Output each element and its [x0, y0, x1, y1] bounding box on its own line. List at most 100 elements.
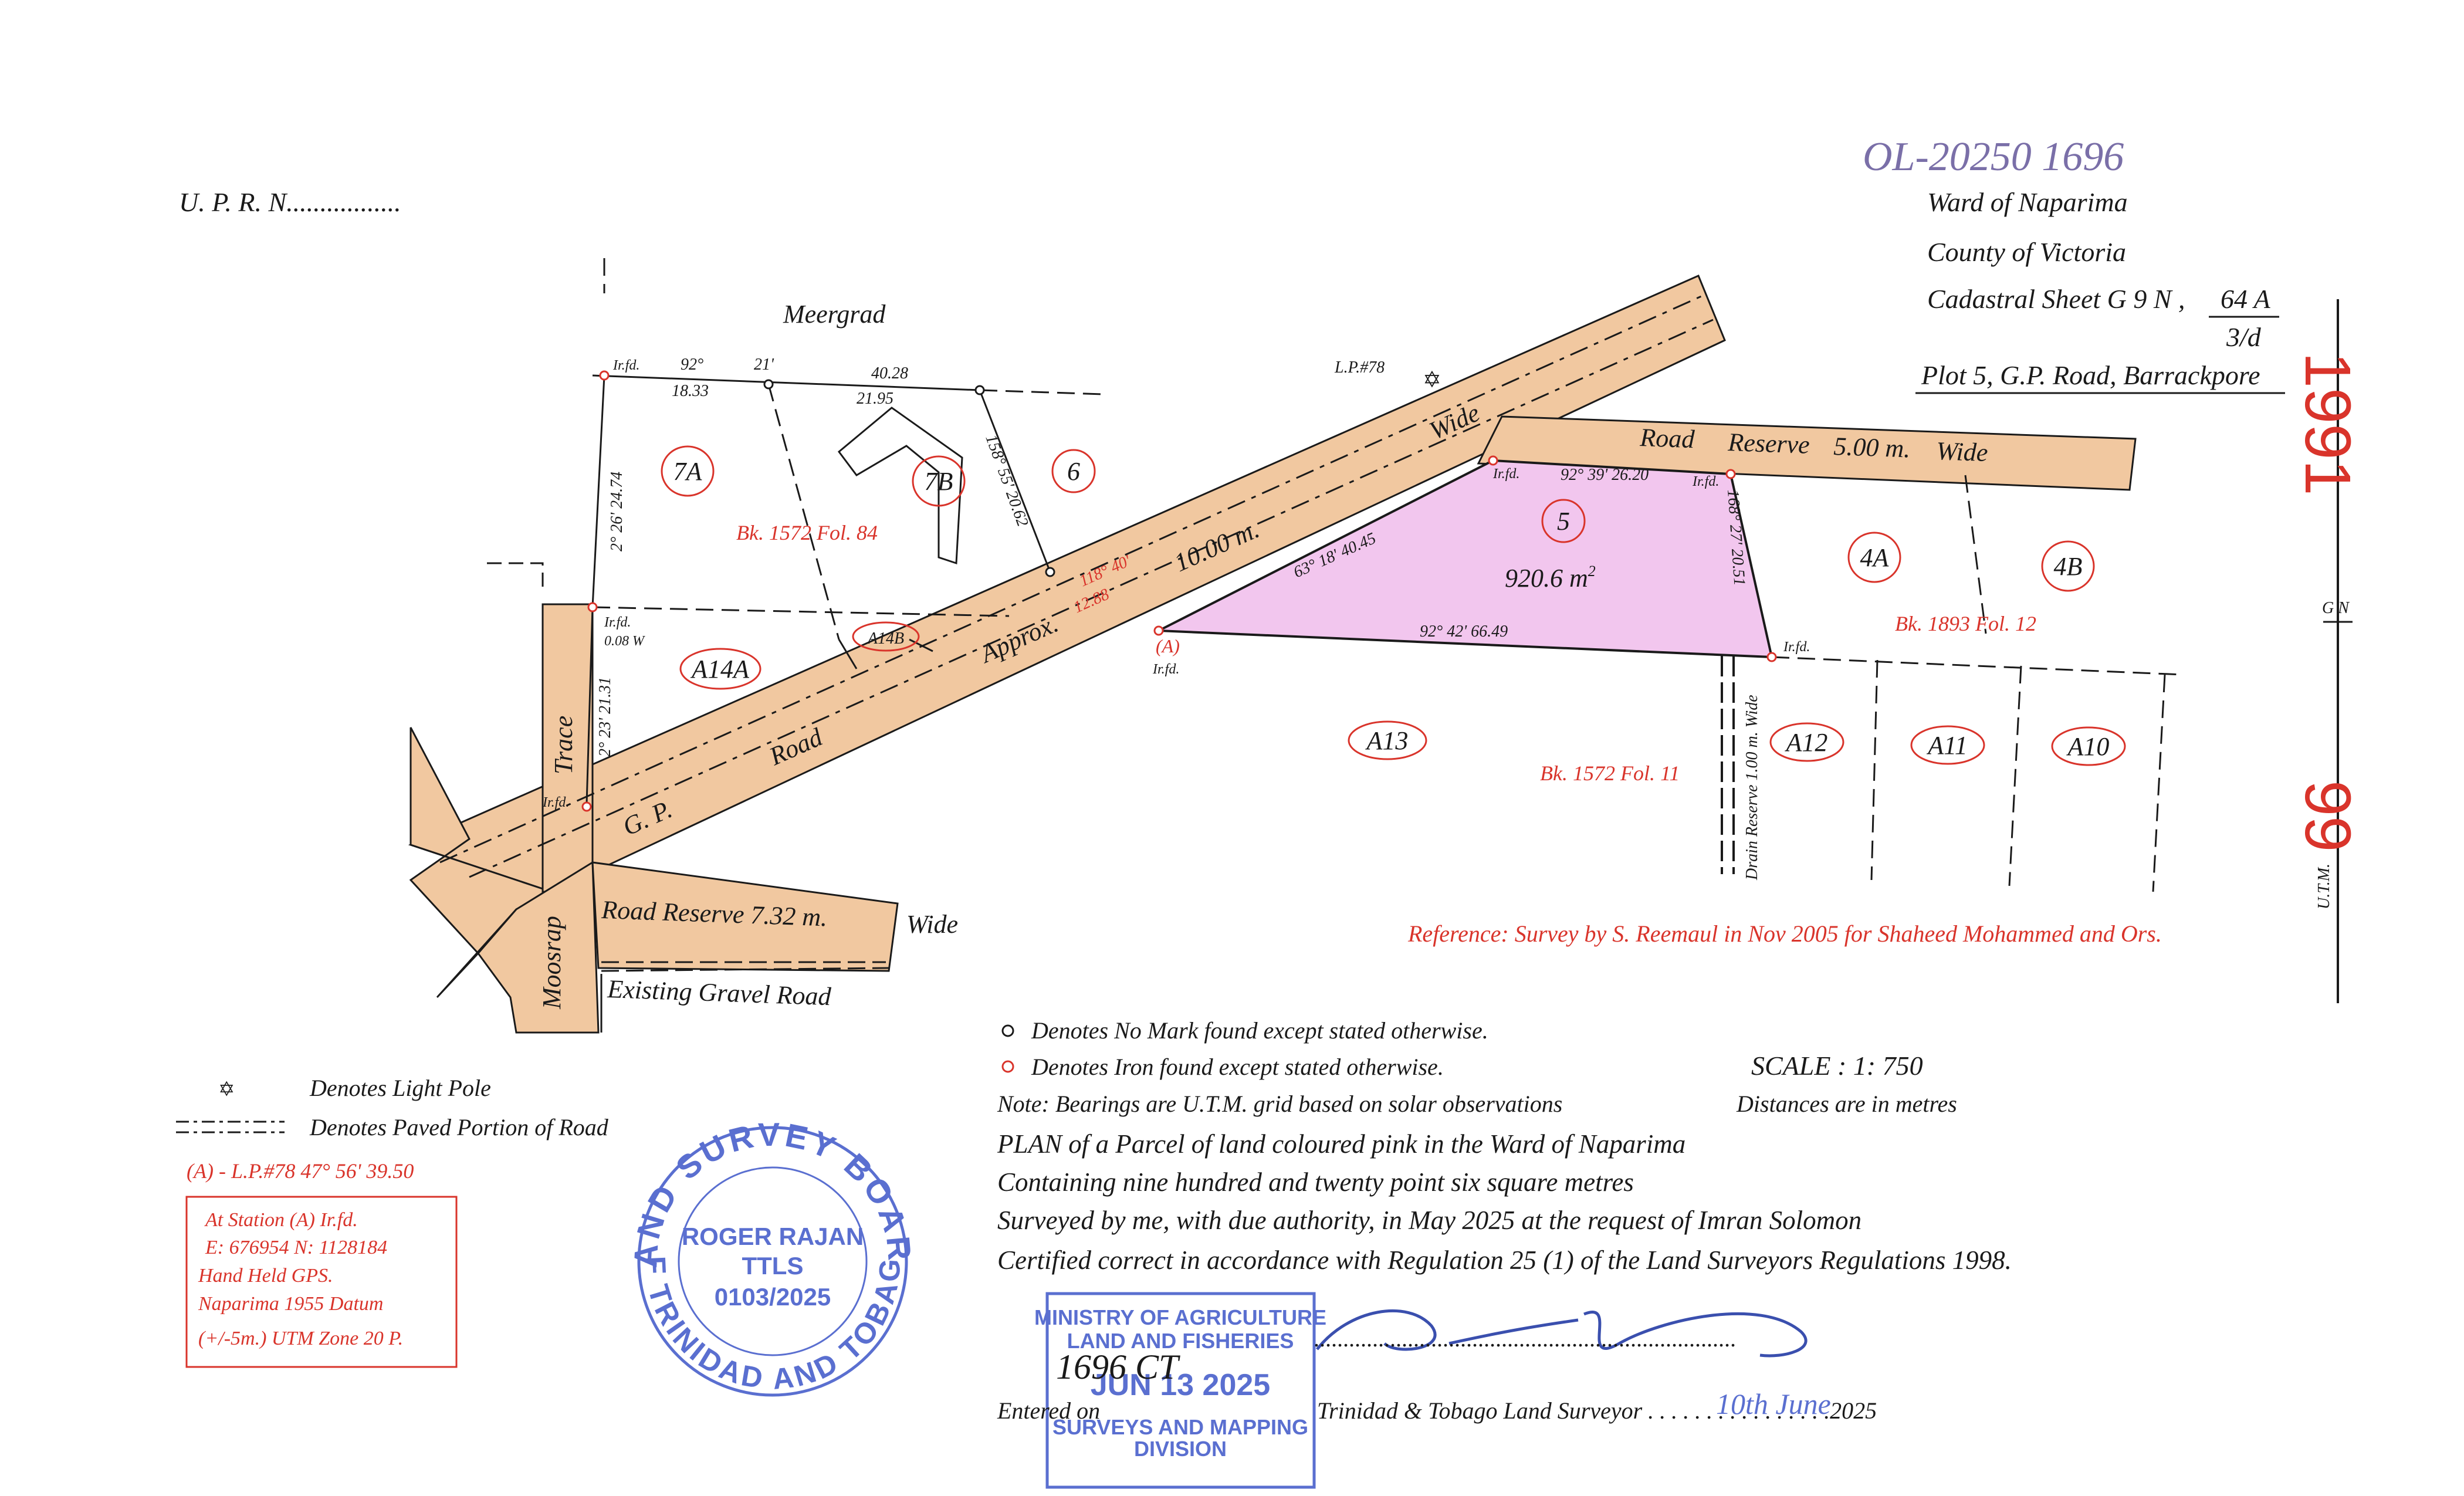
meergrad-label: Meergrad [783, 300, 886, 329]
offset-label: 0.08 W [604, 634, 645, 649]
lot-label: A14A [690, 655, 750, 683]
trace-label: Trace [549, 716, 578, 774]
handwritten-99: 99 [2292, 780, 2364, 852]
scale-label: SCALE : 1: 750 [1751, 1051, 1923, 1081]
bearing-label: 92° 42' 66.49 [1420, 622, 1508, 641]
bk-1572-fol-84: Bk. 1572 Fol. 84 [736, 521, 878, 544]
gp-road-west-arm [409, 727, 554, 999]
ward-name: Ward of Naparima [1927, 187, 2128, 217]
point-a-label: (A) [1156, 635, 1180, 656]
bearing-label: 21' [754, 356, 774, 374]
bearing-label: 2° 26' 24.74 [608, 472, 626, 551]
road-reserve-5-road: Road [1639, 423, 1696, 453]
lot-label: A11 [1926, 731, 1968, 760]
utm-label: U.T.M. [2315, 864, 2333, 909]
station-line: Hand Held GPS. [198, 1265, 333, 1287]
station-line: At Station (A) Ir.fd. [204, 1209, 358, 1231]
iron-found-marker [581, 801, 592, 812]
legend-paved-road: Denotes Paved Portion of Road [309, 1114, 609, 1140]
distance-unit-note: Distances are in metres [1736, 1091, 1957, 1117]
grid-north-label: G N [2322, 599, 2350, 617]
iron-found-marker [1488, 455, 1498, 466]
irfd-label: Ir.fd. [612, 358, 639, 373]
legend-no-mark: Denotes No Mark found except stated othe… [1031, 1017, 1488, 1044]
seal-number: 0103/2025 [715, 1283, 831, 1311]
bearing-label: 2° 23' 21.31 [596, 677, 614, 757]
road-reserve-5-band [1477, 415, 2137, 491]
cadastral-numerator: 64 A [2221, 284, 2271, 314]
no-mark-marker [974, 385, 985, 395]
bearing-label: 92° [681, 356, 703, 374]
iron-found-marker [587, 602, 598, 612]
light-pole-icon: ✡ [218, 1078, 235, 1101]
boundary-markers: ✡ [581, 368, 1777, 812]
moosrap-label: Moosrap [537, 916, 566, 1010]
bearing-note: Note: Bearings are U.T.M. grid based on … [997, 1091, 1562, 1117]
handwritten-1991: 1991 [2292, 352, 2364, 496]
lot-label: 7A [673, 457, 703, 486]
surveyor-signature [1316, 1309, 1808, 1358]
irfd-label: Ir.fd. [1152, 662, 1179, 677]
bk-1572-fol-11: Bk. 1572 Fol. 11 [1540, 761, 1680, 785]
iron-found-marker [1725, 469, 1736, 479]
iron-found-marker [599, 370, 610, 381]
handwritten-date: 10th June [1716, 1387, 1831, 1420]
iron-found-symbol [1001, 1060, 1014, 1073]
irfd-label: Ir.fd. [1692, 474, 1719, 489]
stamp-date: JUN 13 2025 [1091, 1368, 1270, 1402]
handwritten-reference: OL-20250 1696 [1863, 134, 2124, 180]
lot-label: 6 [1067, 457, 1080, 486]
distance-label: 18.33 [672, 382, 709, 400]
certification-line: Certified correct in accordance with Reg… [997, 1245, 2012, 1275]
lot-boundaries [585, 258, 2183, 892]
iron-found-marker [1766, 652, 1777, 662]
entered-on-label: Entered on [997, 1397, 1100, 1424]
irfd-label: Ir.fd. [1492, 466, 1519, 482]
county-name: County of Victoria [1927, 237, 2126, 267]
stamp-line: MINISTRY OF AGRICULTURE [1034, 1305, 1326, 1329]
irfd-label: Ir.fd. [542, 795, 569, 810]
signature-dots: ........................................… [1314, 1325, 1737, 1352]
no-mark-marker [763, 379, 774, 390]
cadastral-sheet: Cadastral Sheet G 9 N , [1927, 284, 2185, 314]
station-line: E: 676954 N: 1128184 [205, 1237, 387, 1258]
lot-label: 4B [2054, 552, 2083, 581]
lot-label: A13 [1365, 726, 1409, 755]
cadastral-denominator: 3/d [2226, 322, 2262, 352]
gravel-road-label: Existing Gravel Road [607, 974, 832, 1011]
irfd-label: Ir.fd. [604, 615, 631, 630]
light-pole-label: L.P.#78 [1334, 358, 1385, 377]
moosrap-road [477, 861, 600, 1034]
lot-label: 4A [1860, 543, 1890, 572]
ministry-stamp: MINISTRY OF AGRICULTURE LAND AND FISHERI… [1034, 1292, 1326, 1489]
gp-road-paved-line [439, 295, 1702, 864]
surveyor-label: Trinidad & Tobago Land Surveyor . . . . … [1317, 1397, 1877, 1424]
bk-1893-fol-12: Bk. 1893 Fol. 12 [1895, 612, 2036, 635]
lot-label: A14B [867, 629, 904, 648]
lot-label: A12 [1785, 728, 1828, 757]
certification-line: Surveyed by me, with due authority, in M… [997, 1206, 1861, 1235]
station-box [185, 1196, 458, 1368]
bearing-label: 92° 39' 26.20 [1561, 466, 1649, 484]
certification-line: PLAN of a Parcel of land coloured pink i… [997, 1129, 1685, 1159]
station-line: (+/-5m.) UTM Zone 20 P. [198, 1328, 403, 1349]
point-a-lp-bearing: (A) - L.P.#78 47° 56' 39.50 [187, 1159, 414, 1183]
parcel-5-area: 920.6 m2 [1505, 563, 1596, 593]
iron-found-marker [1153, 625, 1164, 636]
certification-line: Containing nine hundred and twenty point… [997, 1167, 1634, 1197]
bearing-label: 158° 55' 20.62 [981, 432, 1031, 529]
parcel-5-number: 5 [1557, 507, 1570, 536]
legend-iron-found: Denotes Iron found except stated otherwi… [1031, 1054, 1444, 1080]
reference-note: Reference: Survey by S. Reemaul in Nov 2… [1407, 920, 2162, 947]
irfd-label: Ir.fd. [1783, 639, 1810, 655]
drain-reserve-label: Drain Reserve 1.00 m. Wide [1743, 695, 1761, 881]
stamp-line: LAND AND FISHERIES [1067, 1329, 1294, 1353]
gp-road-paved-line [469, 319, 1714, 878]
uprn-label: U. P. R. N................. [179, 187, 401, 217]
distance-label: 40.28 [871, 364, 908, 383]
stamp-line: SURVEYS AND MAPPING [1052, 1415, 1308, 1439]
handwritten-1696: 1696 CT [1056, 1348, 1180, 1386]
lot-label: A10 [2066, 732, 2110, 761]
station-line: Naparima 1955 Datum [198, 1293, 383, 1315]
